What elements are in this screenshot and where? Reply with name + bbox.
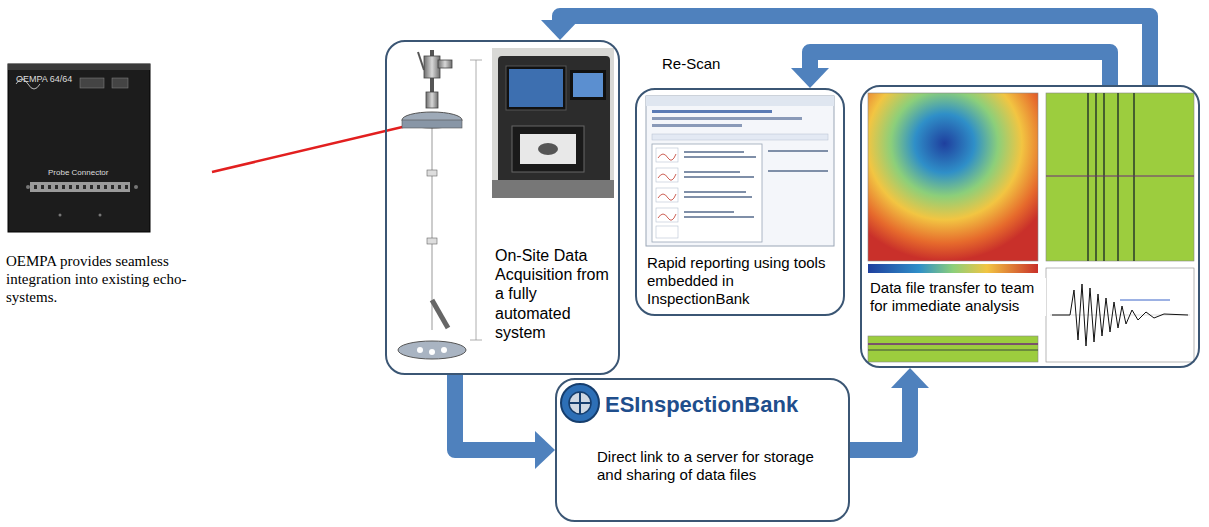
oempa-device <box>8 64 150 232</box>
analysis-plots <box>868 93 1194 362</box>
storage-box: ESInspectionBankDirect link to a server … <box>555 378 850 522</box>
reporting-box: Rapid reporting using tools embedded in … <box>635 88 845 316</box>
analysis-box: Data file transfer to team for immediate… <box>860 85 1200 368</box>
box-caption: Rapid reporting using tools embedded in … <box>647 254 839 308</box>
probe-manipulator <box>398 50 482 359</box>
arrow-shaft <box>850 387 910 450</box>
arrow-head <box>891 368 929 388</box>
flow-arrow <box>850 368 929 450</box>
arrow-shaft <box>455 375 536 450</box>
box-caption: Data file transfer to team for immediate… <box>868 278 1046 316</box>
edge-label: Re-Scan <box>660 55 722 73</box>
software-screenshot <box>646 96 834 246</box>
connector-label: Probe Connector <box>48 168 128 178</box>
device-label: OEMPA 64/64 <box>16 74 76 85</box>
arrow-head <box>541 20 579 40</box>
arrow-shaft <box>810 52 1110 85</box>
arrow-head <box>791 68 829 88</box>
box-caption: Direct link to a server for storage and … <box>597 448 837 484</box>
flow-arrow <box>455 375 555 469</box>
box-caption: On-Site Data Acquisition from a fully au… <box>495 246 615 342</box>
flow-arrow <box>541 16 1150 85</box>
acquisition-box: On-Site Data Acquisition from a fully au… <box>385 40 620 375</box>
device-caption: OEMPA provides seamless integration into… <box>6 252 211 306</box>
arrow-shaft <box>560 16 1150 85</box>
arrow-head <box>535 431 555 469</box>
flow-arrow <box>791 52 1110 88</box>
acquisition-cabinet <box>492 48 614 198</box>
vault-icon <box>561 384 599 422</box>
logo-text: ESInspectionBank <box>605 392 841 418</box>
